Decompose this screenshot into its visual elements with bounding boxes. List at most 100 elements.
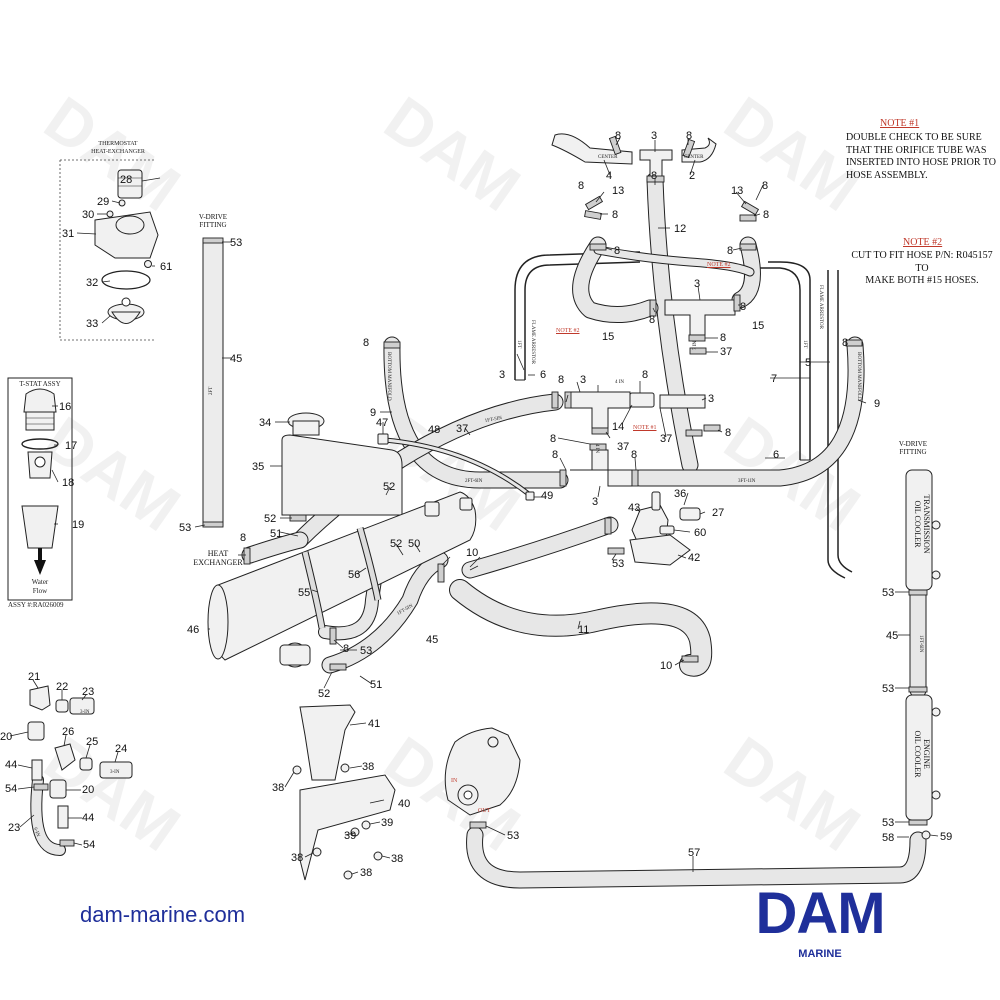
transmission-cooler-label: TRANSMISSION OIL COOLER [913,479,931,569]
callout-30: 30 [82,209,94,221]
hose-clamp [689,347,707,355]
hose-11 [449,579,713,677]
callout-8: 8 [612,209,618,221]
thermostat-title-1: THERMOSTAT [98,141,138,147]
hose-23 [30,774,66,856]
hose-clamp [589,443,607,451]
fill-fitting [459,497,473,511]
vdrive-fitting-label: V-DRIVE FITTING [191,213,235,229]
pump-in-tag: IN [451,778,458,784]
callout-45: 45 [426,634,438,646]
note2-ref: NOTE #2 [707,262,731,268]
callout-47: 47 [376,417,388,429]
hose-clamp [631,469,639,487]
callout-37: 37 [456,423,468,435]
callout-36: 36 [674,488,686,500]
cooler-line: OIL COOLER [913,730,922,778]
vdrive-line: FITTING [899,448,927,456]
callout-3: 3 [592,496,598,508]
mark-4in-b: 4 IN [594,444,599,453]
vdrive-line: V-DRIVE [898,440,928,448]
fitting-59 [921,830,931,840]
callout-48: 48 [428,424,440,436]
callout-14: 14 [612,421,624,433]
cooler-line: TRANSMISSION [922,494,931,554]
callout-33: 33 [86,318,98,330]
hose-clamp [589,243,607,251]
callout-9: 9 [874,398,880,410]
flange-42 [629,534,691,566]
hose-clamp [682,138,696,159]
callout-13: 13 [612,185,624,197]
callout-38: 38 [291,852,303,864]
mark-flame-right: FLAME ARRESTOR [818,285,823,330]
callout-46: 46 [187,624,199,636]
website-url[interactable]: dam-marine.com [80,902,246,927]
callout-52: 52 [390,538,402,550]
callout-10: 10 [660,660,672,672]
hose-23-short [69,697,95,715]
hose-clamp [685,429,703,437]
thermostat-housing-group: THERMOSTAT HEAT-EXCHANGER [59,141,159,341]
watermark-text: DAM [712,722,873,865]
callout-53: 53 [882,683,894,695]
callout-37: 37 [720,346,732,358]
water-flow-label-1: Water [32,578,49,586]
tstat-assy-group: T-STAT ASSY Water Flow ASSY #:RA026009 [7,377,73,609]
hose-clamp [845,339,863,347]
callout-38: 38 [272,782,284,794]
valve-20b [49,779,67,799]
hose-12 [646,171,699,474]
housing-port [115,215,145,235]
callout-17: 17 [65,440,77,452]
callout-37: 37 [660,433,672,445]
callout-53: 53 [612,558,624,570]
cooler-line: OIL COOLER [913,500,922,548]
callout-8: 8 [740,301,746,313]
fittings [551,133,736,566]
oil-coolers [905,469,941,840]
callout-38: 38 [360,867,372,879]
hose-clamp [329,627,337,645]
callout-8: 8 [615,130,621,142]
vdrive-fitting-right-label: V-DRIVE FITTING [891,440,935,456]
callout-58: 58 [882,832,894,844]
callout-45: 45 [886,630,898,642]
hose-45-left [202,239,224,527]
watermark-text: DAM [372,82,533,225]
vdrive-line: FITTING [199,221,227,229]
hose-markings: 2FT 1FT-6IN 2FT-6IN 3FT-1IN 1FT-5IN 1FT-… [32,155,923,838]
callout-25: 25 [86,736,98,748]
callout-53: 53 [230,237,242,249]
note1-line: HOSE ASSEMBLY. [846,169,928,181]
corner-fitting-2 [681,137,717,163]
callout-8: 8 [343,643,349,655]
mark-center: CENTER [598,155,618,160]
mark-3in-b: 3-IN [110,770,120,775]
mark-1ft-left: 1FT [516,340,521,348]
hose-2ft [593,245,755,277]
fitting-47 [377,433,389,445]
hose-48-thin [382,437,533,498]
callout-10: 10 [466,547,478,559]
callout-8: 8 [842,337,848,349]
mark-flame-left: FLAME ARRESTOR [530,320,535,365]
fitting-49 [525,491,535,501]
bracket-41 [299,704,356,781]
callout-43: 43 [628,502,640,514]
callout-34: 34 [259,417,271,429]
callout-8: 8 [550,433,556,445]
callout-21: 21 [28,671,40,683]
callout-11: 11 [578,624,589,636]
hose-clamp [703,424,721,432]
mark-6in: 6-IN [32,827,40,838]
tee-fitting-3-lower [570,449,633,487]
callout-59: 59 [940,831,952,843]
callout-53: 53 [882,587,894,599]
callout-28: 28 [120,174,132,186]
fill-fitting [424,501,440,517]
fitting-44 [31,759,43,781]
vdrive-line: V-DRIVE [198,213,228,221]
mark-bottom-right: BOTTOM MANIFOLD [856,352,861,401]
water-flow-label-2: Flow [33,587,48,595]
